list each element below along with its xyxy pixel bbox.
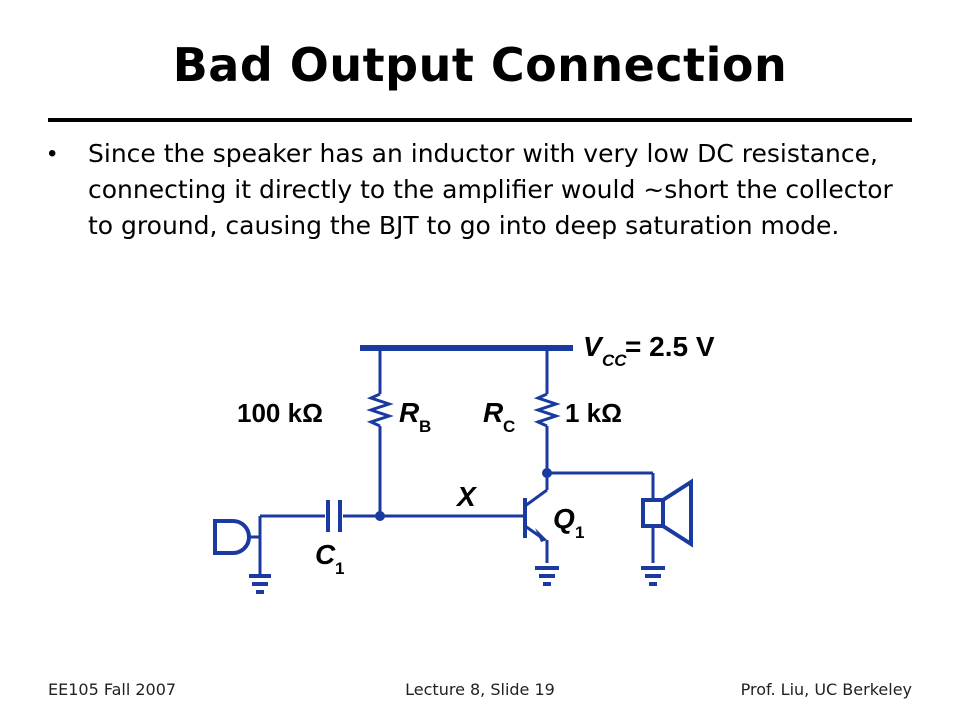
rc-subscript: C: [503, 417, 515, 436]
footer-course: EE105 Fall 2007: [48, 680, 177, 699]
vcc-value: = 2.5 V: [625, 331, 715, 362]
bullet-dot: •: [48, 140, 57, 167]
vcc-subscript: CC: [602, 351, 627, 370]
collector-leg: [524, 488, 548, 508]
speaker-magnet: [641, 498, 665, 528]
emitter-arrow-icon: [535, 528, 547, 542]
rb-name: R: [399, 397, 420, 428]
collector-junction-dot: [542, 468, 552, 478]
transistor-subscript: 1: [575, 523, 584, 542]
circuit-diagram: V CC = 2.5 V 100 kΩ R B R C 1 kΩ X C 1 Q…: [213, 331, 715, 594]
circuit-wires: [213, 345, 693, 594]
rc-value: 1 kΩ: [565, 398, 622, 428]
speaker-cone: [661, 478, 693, 548]
rb-value: 100 kΩ: [237, 398, 323, 428]
rc-name: R: [483, 397, 504, 428]
transistor-name: Q: [553, 503, 575, 534]
footer-author: Prof. Liu, UC Berkeley: [740, 680, 912, 699]
rb-resistor: [366, 392, 394, 428]
microphone-body: [213, 519, 251, 555]
footer-slide-number: Lecture 8, Slide 19: [405, 680, 555, 699]
bullet-list: • Since the speaker has an inductor with…: [48, 136, 914, 244]
rb-subscript: B: [419, 417, 431, 436]
bullet-text: Since the speaker has an inductor with v…: [88, 139, 893, 240]
base-junction-dot: [375, 511, 385, 521]
slide-title: Bad Output Connection: [172, 38, 788, 92]
cap-name: C: [315, 539, 336, 570]
cap-subscript: 1: [335, 559, 344, 578]
rc-resistor: [533, 392, 561, 428]
node-x-label: X: [455, 481, 478, 512]
vcc-symbol: V: [583, 331, 604, 362]
title-underline: [48, 118, 912, 122]
